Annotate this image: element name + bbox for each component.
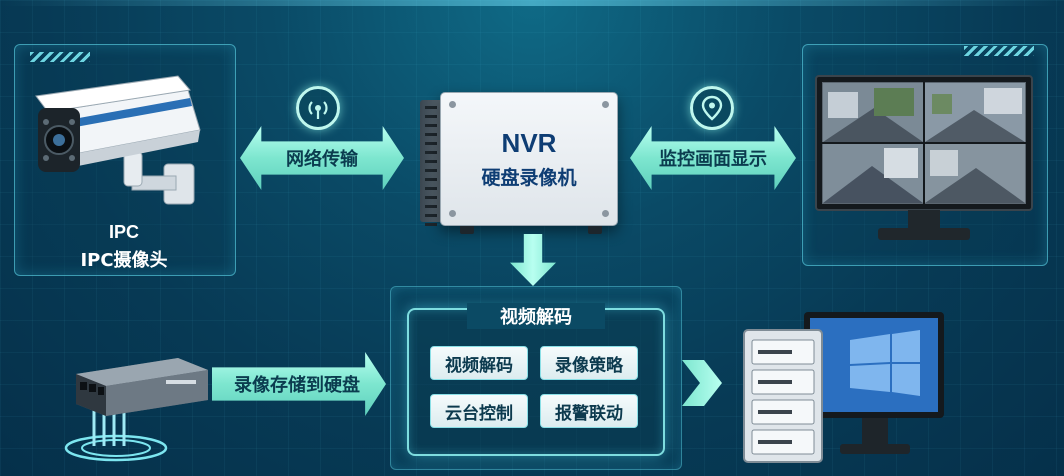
decode-panel — [407, 308, 665, 456]
display-label: 监控画面显示 — [659, 149, 767, 170]
ipc-camera-icon — [35, 75, 201, 205]
chip-record-policy: 录像策略 — [540, 346, 638, 380]
monitor-panel-stripes — [964, 46, 1034, 56]
nvr-subtitle: 硬盘录像机 — [481, 167, 577, 189]
nvr-foot-left — [460, 226, 474, 234]
server-pc-icon — [743, 312, 944, 463]
chip-alarm-link: 报警联动 — [540, 394, 638, 428]
chip-ptz-control: 云台控制 — [430, 394, 528, 428]
decode-title: 视频解码 — [500, 307, 572, 328]
storage-label: 录像存储到硬盘 — [234, 375, 360, 396]
camera-label-line1: IPC — [108, 222, 139, 242]
nvr-foot-right — [588, 226, 602, 234]
camera-panel-stripes — [30, 52, 90, 62]
nvr-device: NVR 硬盘录像机 — [440, 92, 618, 226]
wifi-signal-icon — [296, 86, 340, 130]
camera-label-line2: IPC摄像头 — [80, 250, 168, 271]
chip-video-decode: 视频解码 — [430, 346, 528, 380]
nvr-title: NVR — [501, 128, 557, 158]
monitor-icon — [815, 75, 1033, 240]
top-glow — [0, 0, 1064, 6]
location-pin-icon — [690, 86, 734, 130]
decode-title-wrap: 视频解码 — [467, 303, 605, 329]
nvr-side-panel — [420, 100, 442, 226]
network-transfer-label: 网络传输 — [286, 149, 358, 170]
network-switch-icon — [64, 358, 208, 462]
